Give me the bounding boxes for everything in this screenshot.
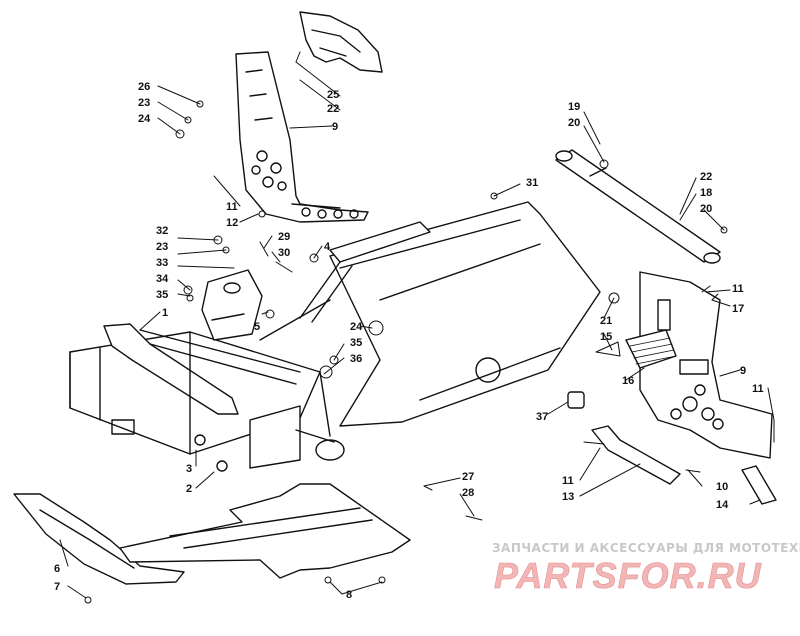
- callout-16: 16: [622, 375, 634, 387]
- callout-23: 23: [138, 97, 150, 109]
- callout-22: 22: [700, 171, 712, 183]
- callout-12: 12: [226, 217, 238, 229]
- callout-20: 20: [568, 117, 580, 129]
- callout-9: 9: [332, 121, 338, 133]
- callout-1: 1: [162, 307, 168, 319]
- callout-32: 32: [156, 225, 168, 237]
- callout-labels: 26 23 24 25 22 9 11 12 19 20 31 22 18 20…: [54, 81, 764, 601]
- watermark-tagline: ЗАПЧАСТИ И АКСЕССУАРЫ ДЛЯ МОТОТЕХНИКИ: [492, 541, 800, 555]
- callout-3: 3: [186, 463, 192, 475]
- callout-26: 26: [138, 81, 150, 93]
- callout-35: 35: [350, 337, 362, 349]
- callout-8: 8: [346, 589, 352, 601]
- callout-24: 24: [138, 113, 151, 125]
- floor-pan: [119, 483, 411, 579]
- callout-9: 9: [740, 365, 746, 377]
- callout-11: 11: [562, 475, 574, 487]
- callout-30: 30: [278, 247, 290, 259]
- callout-18: 18: [700, 187, 712, 199]
- callout-34: 34: [156, 273, 169, 285]
- upper-bracket: [235, 51, 369, 223]
- foot-bracket: [591, 425, 681, 485]
- strap: [741, 465, 777, 505]
- callout-21: 21: [600, 315, 612, 327]
- callout-7: 7: [54, 581, 60, 593]
- side-bracket: [639, 271, 773, 459]
- callout-14: 14: [716, 499, 729, 511]
- callout-23: 23: [156, 241, 168, 253]
- chassis-frame: [69, 323, 345, 472]
- fasteners: [84, 51, 775, 604]
- steering-shaft: [555, 149, 721, 264]
- callout-24: 24: [350, 321, 363, 333]
- watermark-logo: PARTSFOR.RU: [494, 555, 762, 596]
- callout-11: 11: [732, 283, 744, 295]
- mount-bracket: [201, 269, 263, 341]
- callout-29: 29: [278, 231, 290, 243]
- callout-31: 31: [526, 177, 538, 189]
- callout-11: 11: [752, 383, 764, 395]
- callout-17: 17: [732, 303, 744, 315]
- callout-33: 33: [156, 257, 168, 269]
- callout-35: 35: [156, 289, 168, 301]
- callout-2: 2: [186, 483, 192, 495]
- callout-13: 13: [562, 491, 574, 503]
- callout-6: 6: [54, 563, 60, 575]
- callout-22: 22: [327, 103, 339, 115]
- cross-beams: [259, 221, 431, 341]
- leader-lines: [59, 61, 775, 599]
- callout-36: 36: [350, 353, 362, 365]
- callout-4: 4: [324, 241, 331, 253]
- mesh-screen: [625, 329, 677, 369]
- callout-11: 11: [226, 201, 238, 213]
- watermark: ЗАПЧАСТИ И АКСЕССУАРЫ ДЛЯ МОТОТЕХНИКИ PA…: [492, 541, 800, 596]
- callout-37: 37: [536, 411, 548, 423]
- callout-28: 28: [462, 487, 474, 499]
- bushing: [567, 391, 585, 409]
- callout-19: 19: [568, 101, 580, 113]
- skid-plate: [13, 493, 185, 585]
- callout-10: 10: [716, 481, 728, 493]
- callout-20: 20: [700, 203, 712, 215]
- handlebar-riser: [299, 11, 383, 73]
- callout-27: 27: [462, 471, 474, 483]
- tunnel: [329, 201, 601, 427]
- callout-15: 15: [600, 331, 612, 343]
- callout-25: 25: [327, 89, 339, 101]
- callout-5: 5: [254, 321, 260, 333]
